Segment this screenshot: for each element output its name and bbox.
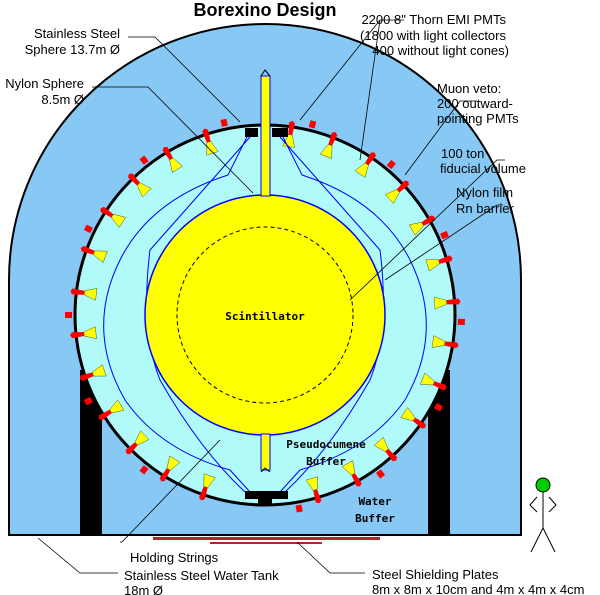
shielding-label-2: 8m x 8m x 10cm and 4m x 4m x 4cm xyxy=(372,582,584,595)
muon-veto-label-2: 200 outward- xyxy=(437,96,513,111)
steel-sphere-label: Stainless Steel xyxy=(34,26,120,41)
leader-lines xyxy=(37,19,505,574)
bottom-stem xyxy=(260,433,271,471)
pmt xyxy=(70,326,97,339)
shielding-plate-small xyxy=(210,542,322,544)
pmt xyxy=(162,146,183,173)
support-pillar-left xyxy=(80,370,102,535)
fiducial-label: 100 ton xyxy=(441,146,484,161)
top-plate-right xyxy=(272,128,288,137)
fiducial-label-2: fiducial volume xyxy=(440,161,526,176)
pmt xyxy=(159,455,181,482)
pmt xyxy=(80,245,108,263)
muon-veto-pmt xyxy=(220,118,228,127)
pmt xyxy=(354,152,376,178)
muon-veto-pmt xyxy=(386,159,396,170)
pmt xyxy=(125,430,150,455)
pmt xyxy=(425,255,453,272)
fiducial-volume xyxy=(176,226,354,404)
water-buffer-label-2: Buffer xyxy=(355,512,395,525)
person-scale-figure xyxy=(529,477,557,553)
top-stem xyxy=(260,75,271,197)
muon-veto-pmt xyxy=(83,396,93,406)
bottom-plate xyxy=(245,491,288,505)
support-pillar-right xyxy=(428,370,450,535)
muon-veto-pmt xyxy=(434,402,443,412)
muon-veto-pmt xyxy=(457,318,465,325)
muon-veto-pmt xyxy=(295,504,303,513)
nylon-film-label-2: Rn barrier xyxy=(456,201,514,216)
scintillator-label: Scintillator xyxy=(225,310,305,323)
shielding-label: Steel Shielding Plates xyxy=(372,567,499,582)
nylon-sphere-label-2: 8.5m Ø xyxy=(41,92,84,107)
diagram-title: Borexino Design xyxy=(193,0,336,20)
nylon-outer-vessel xyxy=(103,136,427,493)
muon-veto-pmt xyxy=(65,312,72,318)
pmt xyxy=(305,476,322,504)
water-tank-label-2: 18m Ø xyxy=(124,583,163,595)
top-plate-left xyxy=(245,128,258,137)
pmt xyxy=(70,288,98,301)
pmt xyxy=(320,132,338,159)
pmt xyxy=(341,460,362,487)
nylon-sphere-label: Nylon Sphere xyxy=(5,76,84,91)
muon-veto-pmt xyxy=(139,155,149,165)
pmts-label-3: 400 without light cones) xyxy=(372,43,509,58)
muon-veto-label: Muon veto: xyxy=(437,81,501,96)
holding-strings-label: Holding Strings xyxy=(130,550,219,565)
muon-veto-pmt xyxy=(308,120,317,129)
pmt xyxy=(282,120,295,148)
pmt xyxy=(408,215,435,236)
pmt xyxy=(431,335,459,349)
muon-veto-pmt xyxy=(139,465,149,475)
pmt xyxy=(374,437,398,462)
pmt xyxy=(100,206,126,228)
muon-veto-label-3: pointing PMTs xyxy=(437,111,519,126)
muon-veto-pmt xyxy=(440,230,449,240)
muon-veto-pmt xyxy=(83,224,93,234)
pmt xyxy=(79,364,107,381)
pmts-label-2: (1800 with light collectors xyxy=(360,28,506,43)
pmt xyxy=(199,473,216,501)
pmt xyxy=(98,399,125,421)
steel-sphere-label-2: Sphere 13.7m Ø xyxy=(25,42,120,57)
shielding-plate-large xyxy=(153,537,380,540)
pmts-label: 2200 8" Thorn EMI PMTs xyxy=(361,12,506,27)
pmt xyxy=(420,372,447,391)
pmt xyxy=(128,173,152,198)
muon-veto-pmt xyxy=(376,469,385,479)
pmt xyxy=(400,407,426,429)
water-tank-label: Stainless Steel Water Tank xyxy=(124,568,279,583)
pmt xyxy=(434,296,461,310)
pmt xyxy=(384,180,409,204)
pseudocumene-label-2: Buffer xyxy=(306,455,346,468)
pmt-array xyxy=(65,118,465,513)
water-buffer-label: Water xyxy=(358,495,391,508)
pseudocumene-label: Pseudocumene xyxy=(286,438,366,451)
nylon-film-label: Nylon film xyxy=(456,185,513,200)
